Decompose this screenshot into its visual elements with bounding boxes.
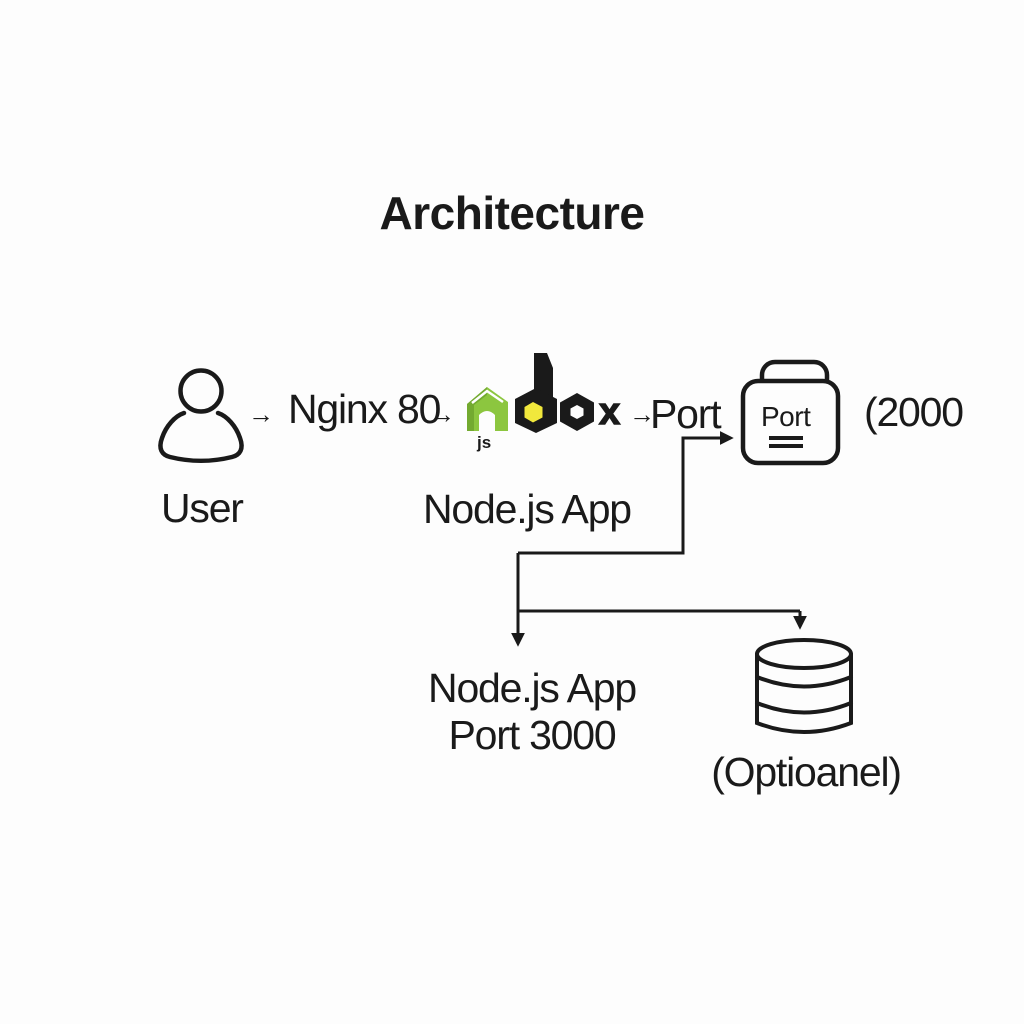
flow-arrow-3: → xyxy=(629,399,655,429)
node-n-highlight xyxy=(471,389,504,404)
flow-arrow-1: → xyxy=(248,399,274,429)
user-label: User xyxy=(161,485,244,531)
database-body xyxy=(755,652,853,734)
flow-arrow-2: → xyxy=(429,399,455,429)
database-divider-1 xyxy=(755,675,853,689)
nodejs-app2-line1: Node.js App xyxy=(428,665,637,711)
o-hole xyxy=(570,405,584,419)
database-icon xyxy=(755,638,853,734)
d-yellow-hexagon xyxy=(524,402,543,423)
nodejs-app-label: Node.js App xyxy=(423,486,632,532)
port-label: Port xyxy=(650,391,722,437)
database-divider-2 xyxy=(755,701,853,715)
nodejs-app2-line2: Port 3000 xyxy=(448,712,617,758)
connector-to-port-box xyxy=(518,431,734,555)
nodejs-app2-label: Node.js App Port 3000 xyxy=(382,665,682,759)
x-glyph: x xyxy=(599,391,620,433)
node-green-n-icon xyxy=(467,387,508,431)
d-ascender xyxy=(534,353,553,400)
document-text-lines xyxy=(769,436,803,448)
node-n-shade xyxy=(467,387,487,431)
database-optional-label: (Optioanel) xyxy=(711,749,902,795)
js-label: js xyxy=(476,433,491,452)
hexagon-o-icon xyxy=(560,393,594,431)
nginx-label: Nginx 80 xyxy=(288,386,441,432)
connector-lines xyxy=(511,431,807,647)
document-copy-icon xyxy=(740,359,841,466)
hexagon-d-icon xyxy=(515,353,557,433)
user-icon-head xyxy=(178,368,224,414)
user-icon-body xyxy=(158,410,244,463)
user-icon xyxy=(158,368,244,463)
database-top xyxy=(755,638,853,670)
document-front-sheet xyxy=(740,378,841,466)
port-value-label: (2000 xyxy=(864,389,964,435)
port-box-label: Port xyxy=(761,401,811,432)
node-logo: js x xyxy=(467,353,621,452)
diagram-title: Architecture xyxy=(379,187,645,239)
